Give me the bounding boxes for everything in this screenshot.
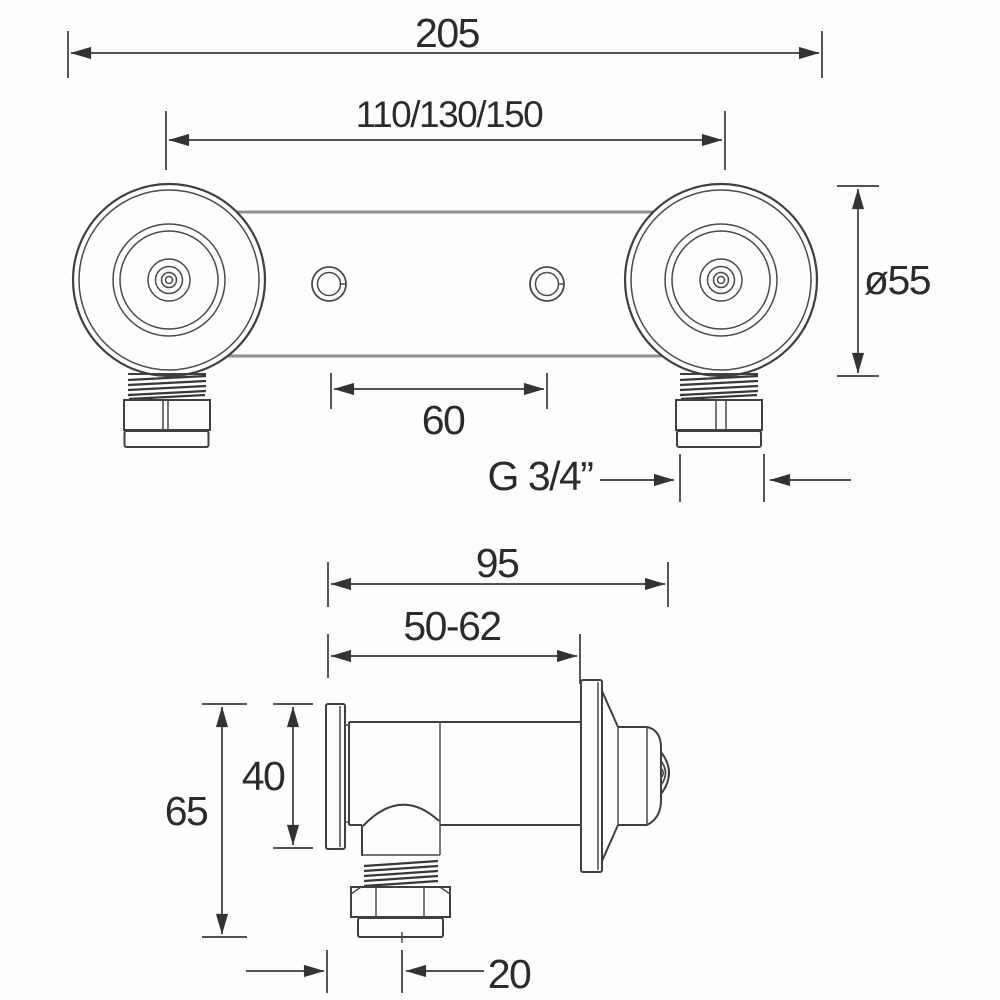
dim-65-label: 65: [165, 788, 208, 834]
right-connector-nut-facets: [715, 400, 727, 430]
dim-outlet-offset: 20: [246, 950, 532, 997]
left-body-centre-dot: [164, 275, 174, 285]
left-body-face-ring: [112, 223, 226, 337]
dim-95-extension-lines: [327, 562, 669, 607]
back-flange-assembly: [580, 679, 670, 873]
front-view: 205 110/130/150: [67, 10, 932, 502]
dim-40-label: 40: [242, 753, 285, 799]
dim-overall-width: 205: [67, 10, 823, 78]
dim-centres-extension-lines: [165, 111, 726, 170]
dim-body-diameter: ø55: [837, 185, 932, 377]
right-inlet-connector: [675, 373, 763, 448]
outlet-collar: [357, 917, 444, 938]
mounting-plate: [228, 210, 662, 358]
left-connector-threads: [127, 374, 207, 401]
dim-dia55-ticks: [837, 185, 879, 377]
right-body-hub-inner: [706, 265, 736, 295]
left-connector-nut-facets: [162, 400, 169, 430]
dim-20-extension-lines: [326, 950, 403, 993]
dim-thread-size: G 3/4”: [488, 453, 851, 502]
dim-g34-extension-lines: [679, 454, 765, 502]
left-body-outer-circle: [71, 182, 267, 378]
dim-205-label: 205: [415, 10, 480, 56]
tip-outer-arc: [660, 751, 670, 795]
right-screw-hole: [529, 266, 565, 302]
dim-flange-height: 40: [242, 703, 313, 849]
left-body-face-inner-ring: [119, 230, 219, 330]
dim-wall-distance: 50-62: [327, 603, 581, 684]
dim-60-extension-lines: [330, 373, 548, 409]
dim-40-ticks: [273, 703, 313, 849]
left-body-ring: [78, 189, 260, 371]
cap-top-bottom-edges: [618, 726, 647, 826]
dim-projection: 95: [327, 540, 669, 607]
right-body-hub-ring: [699, 258, 743, 302]
dim-hole-centres: 110/130/150: [165, 94, 726, 170]
right-connector-nut: [675, 399, 763, 431]
outlet-nut-chamfers: [350, 886, 451, 895]
left-valve-body: [71, 182, 267, 378]
back-flange-outline: [580, 679, 603, 873]
dim-95-label: 95: [476, 540, 519, 586]
cap-rounded-end: [646, 726, 662, 826]
left-inlet-connector: [123, 373, 211, 448]
dim-5062-label: 50-62: [403, 603, 500, 649]
dim-dia55-label: ø55: [864, 257, 931, 303]
valve-body-side: [348, 721, 581, 856]
cone-slants: [601, 690, 619, 862]
dim-screw-spacing: 60: [330, 373, 548, 443]
dim-5062-extension-lines: [327, 634, 581, 684]
wall-flange: [325, 703, 349, 850]
left-body-spindle: [160, 271, 178, 289]
left-connector-collar: [123, 430, 210, 448]
tip-inner-arc: [660, 767, 664, 779]
dim-centres-label: 110/130/150: [356, 94, 543, 135]
left-connector-nut: [123, 399, 211, 431]
right-body-centre-dot: [716, 275, 726, 285]
dim-20-label: 20: [488, 951, 531, 997]
right-connector-collar: [676, 430, 762, 448]
outlet-threads: [363, 859, 439, 888]
right-body-face-ring: [664, 223, 778, 337]
right-body-outer-circle: [623, 182, 819, 378]
tip-mid-arc: [660, 760, 667, 786]
wall-flange-outline: [325, 703, 346, 850]
right-body-spindle: [712, 271, 730, 289]
dim-60-label: 60: [422, 397, 465, 443]
dim-65-ticks: [202, 703, 247, 938]
outlet-nut-facets: [375, 887, 425, 917]
right-body-face-inner-ring: [671, 230, 771, 330]
right-hole-inner: [534, 271, 560, 297]
right-body-ring: [630, 189, 812, 371]
dim-g34-label: G 3/4”: [488, 453, 594, 499]
left-screw-hole: [311, 266, 347, 302]
left-body-hub-ring: [147, 258, 191, 302]
left-body-hub-inner: [154, 265, 184, 295]
side-view: 95 50-62: [165, 540, 670, 997]
dim-total-height: 65: [165, 703, 247, 938]
dim-205-extension-lines: [67, 31, 823, 78]
outlet-elbow-dome: [362, 803, 440, 827]
right-connector-threads: [679, 374, 759, 401]
left-hole-inner: [316, 271, 342, 297]
outlet-nut: [350, 886, 451, 918]
right-valve-body: [623, 182, 819, 378]
outlet-connector: [350, 859, 451, 943]
